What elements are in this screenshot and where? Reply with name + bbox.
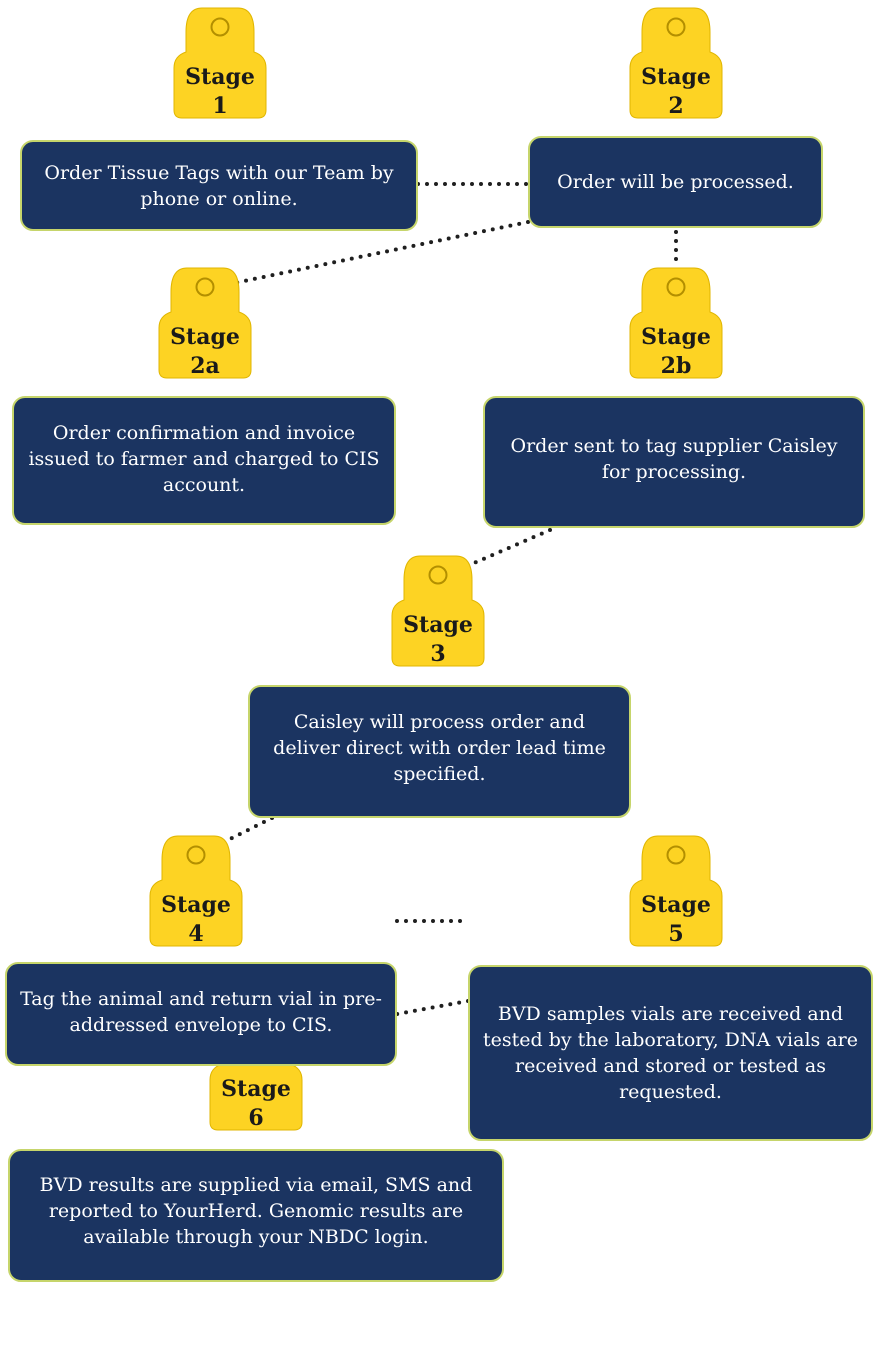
stage-box-2a: Order confirmation and invoice issued to… xyxy=(12,396,396,525)
tag-hole-icon xyxy=(210,17,230,37)
tag-hole-icon xyxy=(666,277,686,297)
stage-word: Stage xyxy=(161,892,231,918)
ear-tag-shape xyxy=(391,555,485,667)
stage-label-6: Stage 6 xyxy=(210,1075,302,1133)
ear-tag-shape xyxy=(173,7,267,119)
connector-2b-3 xyxy=(456,528,552,572)
stage-word: Stage xyxy=(641,324,711,350)
stage-label-1: Stage 1 xyxy=(174,63,266,121)
stage-word: Stage xyxy=(641,892,711,918)
stage-label-4: Stage 4 xyxy=(150,891,242,949)
ear-tag-shape xyxy=(149,835,243,947)
stage-tag-2a xyxy=(158,267,252,379)
stage-tag-5 xyxy=(629,835,723,947)
stage-label-2: Stage 2 xyxy=(630,63,722,121)
tag-hole-icon xyxy=(428,565,448,585)
connector-2-2a xyxy=(223,220,530,287)
stage-number: 5 xyxy=(668,921,684,947)
stage-word: Stage xyxy=(185,64,255,90)
stage-box-3: Caisley will process order and deliver d… xyxy=(248,685,631,818)
stage-word: Stage xyxy=(221,1076,291,1102)
stage-word: Stage xyxy=(641,64,711,90)
connector-3-4 xyxy=(216,816,274,847)
stage-box-5: BVD samples vials are received and teste… xyxy=(468,965,873,1141)
ear-tag-shape xyxy=(629,7,723,119)
stage-label-5: Stage 5 xyxy=(630,891,722,949)
stage-number: 6 xyxy=(248,1105,264,1131)
stage-box-1: Order Tissue Tags with our Team by phone… xyxy=(20,140,418,231)
ear-tag-shape xyxy=(629,267,723,379)
stage-tag-2 xyxy=(629,7,723,119)
stage-word: Stage xyxy=(170,324,240,350)
stage-label-2a: Stage 2a xyxy=(159,323,251,381)
stage-tag-2b xyxy=(629,267,723,379)
ear-tag-shape xyxy=(629,835,723,947)
stage-number: 2b xyxy=(660,353,692,379)
stage-number: 1 xyxy=(212,93,228,119)
tag-hole-icon xyxy=(195,277,215,297)
stage-number: 2 xyxy=(668,93,684,119)
stage-box-2b: Order sent to tag supplier Caisley for p… xyxy=(483,396,865,528)
stage-box-6: BVD results are supplied via email, SMS … xyxy=(8,1149,504,1282)
stage-box-4: Tag the animal and return vial in pre-ad… xyxy=(5,962,397,1066)
stage-label-2b: Stage 2b xyxy=(630,323,722,381)
stage-word: Stage xyxy=(403,612,473,638)
ear-tag-shape xyxy=(158,267,252,379)
stage-number: 2a xyxy=(190,353,220,379)
stage-tag-1 xyxy=(173,7,267,119)
tag-hole-icon xyxy=(666,845,686,865)
tag-hole-icon xyxy=(186,845,206,865)
stage-tag-3 xyxy=(391,555,485,667)
stage-box-2: Order will be processed. xyxy=(528,136,823,228)
tag-hole-icon xyxy=(666,17,686,37)
stage-tag-4 xyxy=(149,835,243,947)
stage-label-3: Stage 3 xyxy=(392,611,484,669)
stage-number: 3 xyxy=(430,641,446,667)
stage-number: 4 xyxy=(188,921,204,947)
